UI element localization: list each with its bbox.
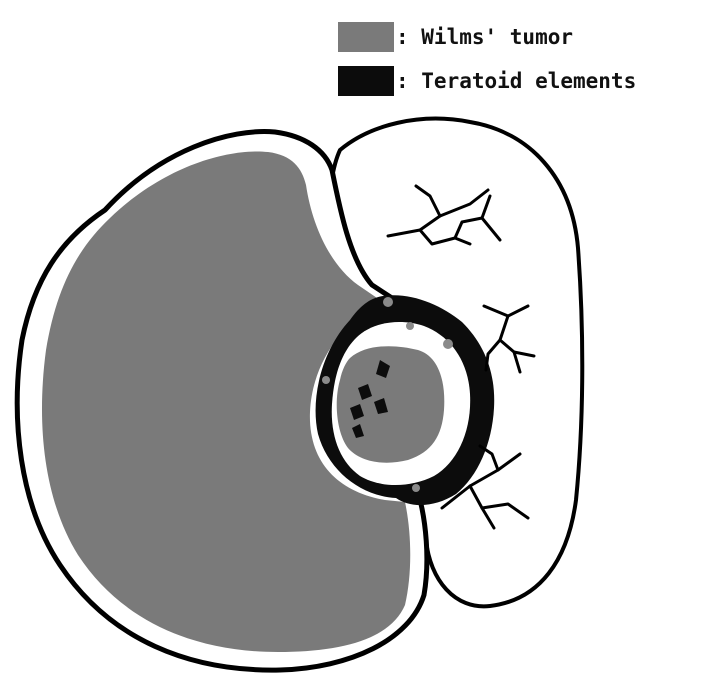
wilms-tumor-nodule: [337, 346, 445, 463]
